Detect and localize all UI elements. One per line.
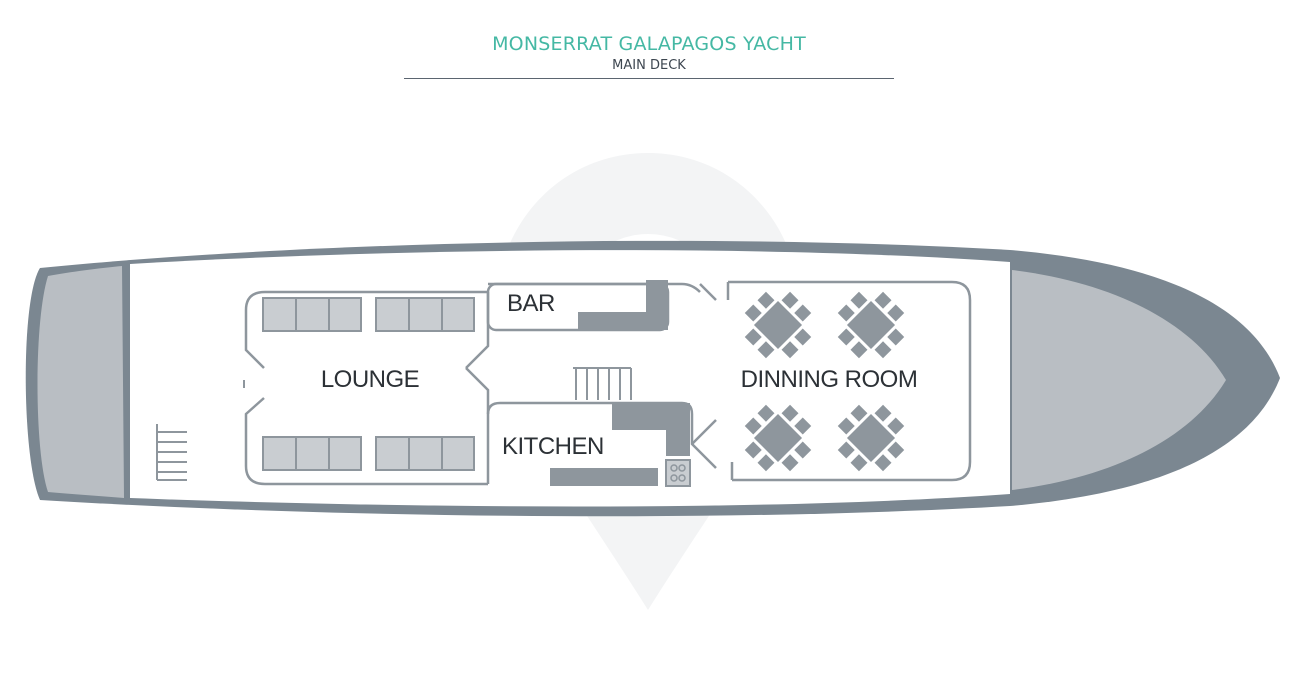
lounge-label: LOUNGE xyxy=(321,366,419,393)
stove-icon xyxy=(665,459,691,487)
kitchen-bottom-counter xyxy=(550,468,658,486)
bar-label: BAR xyxy=(507,290,555,317)
stern-deck xyxy=(37,266,124,498)
stern-stairs-icon xyxy=(156,424,187,481)
dining-room-label: DINNING ROOM xyxy=(741,366,918,393)
kitchen-label: KITCHEN xyxy=(502,433,604,460)
bar-area xyxy=(486,280,717,332)
kitchen-counter xyxy=(612,403,690,456)
kitchen-area xyxy=(486,401,717,487)
deck-subtitle: MAIN DECK xyxy=(612,58,686,73)
yacht-title: MONSERRAT GALAPAGOS YACHT xyxy=(492,33,806,55)
dining-table-icon xyxy=(744,404,812,472)
central-stairs-icon xyxy=(573,367,632,400)
bow-deck xyxy=(1012,270,1226,490)
header-rule xyxy=(404,78,894,79)
deck-header: MONSERRAT GALAPAGOS YACHT MAIN DECK xyxy=(404,32,894,79)
dining-room-walls xyxy=(726,280,972,482)
bar-counter xyxy=(578,280,668,330)
lounge-sofas xyxy=(262,297,475,471)
